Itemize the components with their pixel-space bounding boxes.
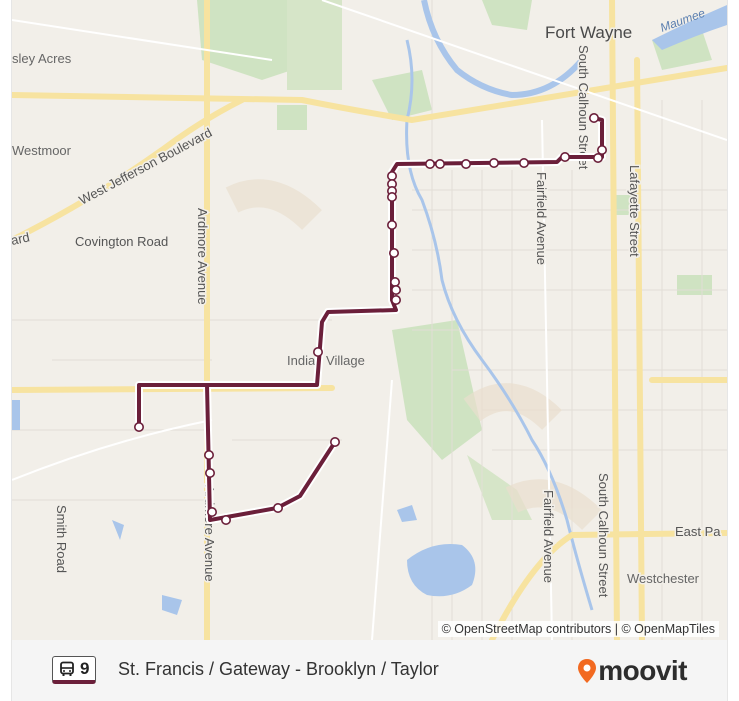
bus-stop-marker[interactable] bbox=[559, 152, 570, 163]
bus-stop-marker[interactable] bbox=[390, 284, 401, 295]
bus-stop-marker[interactable] bbox=[518, 158, 529, 169]
road-label: Fairfield Avenue bbox=[534, 172, 549, 265]
bus-stop-marker[interactable] bbox=[386, 220, 397, 231]
road-label: ard bbox=[12, 229, 31, 248]
place-label: Westchester bbox=[627, 571, 700, 586]
bus-stop-marker[interactable] bbox=[434, 159, 445, 170]
bus-stop-marker[interactable] bbox=[390, 294, 401, 305]
bus-stop-marker[interactable] bbox=[386, 171, 397, 182]
bus-stop-marker[interactable] bbox=[329, 436, 340, 447]
road-label: Smith Road bbox=[54, 505, 69, 573]
route-footer: 9 St. Francis / Gateway - Brooklyn / Tay… bbox=[11, 640, 728, 701]
route-map[interactable]: sley Acres Westmoor Indian Village Westc… bbox=[11, 0, 728, 640]
road-label: Covington Road bbox=[75, 234, 168, 249]
route-name: St. Francis / Gateway - Brooklyn / Taylo… bbox=[118, 659, 439, 679]
place-label: sley Acres bbox=[12, 51, 72, 66]
route-number: 9 bbox=[80, 658, 90, 678]
bus-stop-marker[interactable] bbox=[389, 276, 400, 287]
moovit-logo[interactable]: moovit bbox=[577, 655, 687, 687]
bus-stop-marker[interactable] bbox=[424, 159, 435, 170]
place-label: Westmoor bbox=[12, 143, 72, 158]
bus-stop-marker[interactable] bbox=[460, 159, 471, 170]
major-roads bbox=[12, 0, 727, 640]
bus-stop-marker[interactable] bbox=[588, 113, 599, 124]
road-label: Fairfield Avenue bbox=[541, 490, 556, 583]
bus-stop-marker[interactable] bbox=[592, 153, 603, 164]
bus-stop-marker[interactable] bbox=[134, 421, 145, 432]
bus-icon bbox=[60, 661, 74, 676]
road-label: Ardmore Avenue bbox=[195, 208, 210, 305]
bus-stop-marker[interactable] bbox=[596, 145, 607, 156]
bus-stop-marker[interactable] bbox=[221, 514, 232, 525]
route-badge: 9 bbox=[52, 656, 97, 684]
terrain-texture bbox=[225, 179, 602, 531]
road-label: South Calhoun Street bbox=[596, 473, 611, 598]
bus-stop-marker[interactable] bbox=[204, 449, 215, 460]
water-features bbox=[12, 0, 727, 615]
bus-stop-marker[interactable] bbox=[272, 502, 283, 513]
map-canvas: sley Acres Westmoor Indian Village Westc… bbox=[12, 0, 727, 640]
bus-stop-marker[interactable] bbox=[205, 467, 216, 478]
place-label: Indian Village bbox=[287, 353, 365, 368]
city-label: Fort Wayne bbox=[545, 23, 632, 42]
location-pin-icon bbox=[578, 659, 597, 683]
road-label: South Calhoun Street bbox=[576, 45, 591, 170]
bus-stop-marker[interactable] bbox=[388, 248, 399, 259]
route-stops bbox=[134, 113, 607, 525]
bus-stop-marker[interactable] bbox=[207, 506, 218, 517]
brand-text: moovit bbox=[598, 655, 687, 686]
bus-stop-marker[interactable] bbox=[386, 192, 397, 203]
road-label: East Pa bbox=[675, 524, 721, 539]
road-label: Lafayette Street bbox=[627, 165, 642, 257]
bus-stop-marker[interactable] bbox=[488, 158, 499, 169]
map-attribution[interactable]: © OpenStreetMap contributors | © OpenMap… bbox=[437, 621, 719, 637]
bus-stop-marker[interactable] bbox=[312, 346, 323, 357]
secondary-roads bbox=[12, 0, 727, 640]
